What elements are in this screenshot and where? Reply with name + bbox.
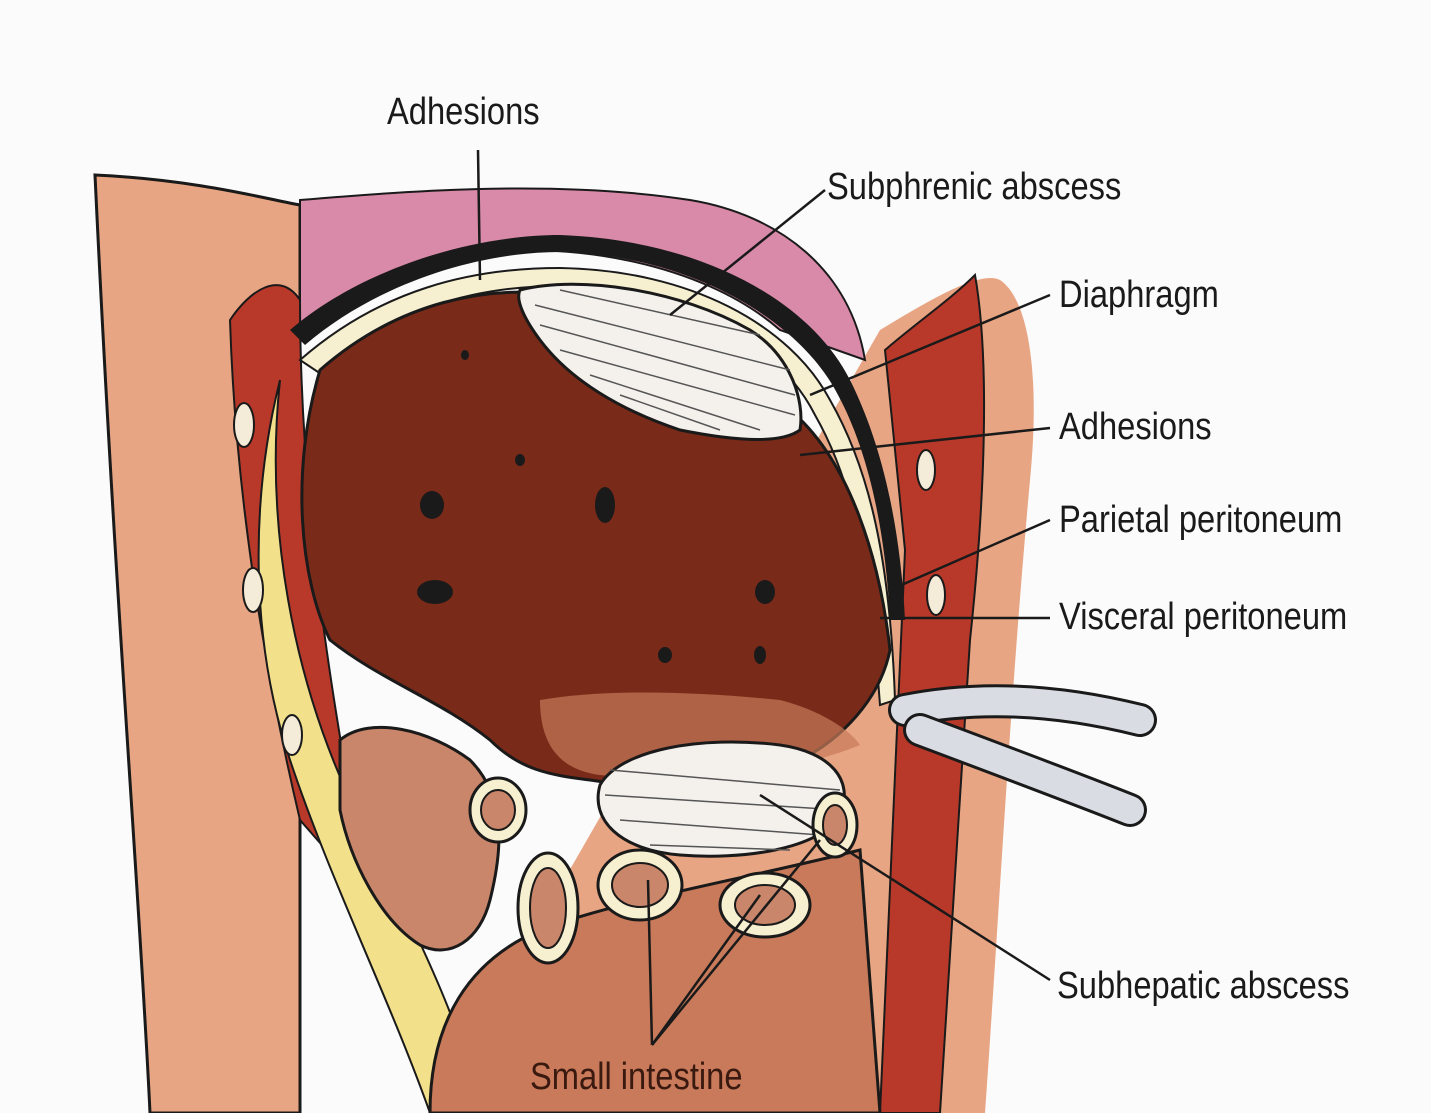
label-adhesions-right: Adhesions [1059,408,1212,446]
subhepatic-abscess [598,742,844,856]
label-subphrenic-abscess: Subphrenic abscess [827,168,1121,206]
label-subhepatic-abscess: Subhepatic abscess [1057,967,1349,1005]
label-adhesions-top: Adhesions [387,93,540,131]
label-small-intestine: Small intestine [530,1058,743,1096]
label-parietal-peritoneum: Parietal peritoneum [1059,501,1342,539]
label-visceral-peritoneum: Visceral peritoneum [1059,598,1347,636]
label-diaphragm: Diaphragm [1059,276,1219,314]
